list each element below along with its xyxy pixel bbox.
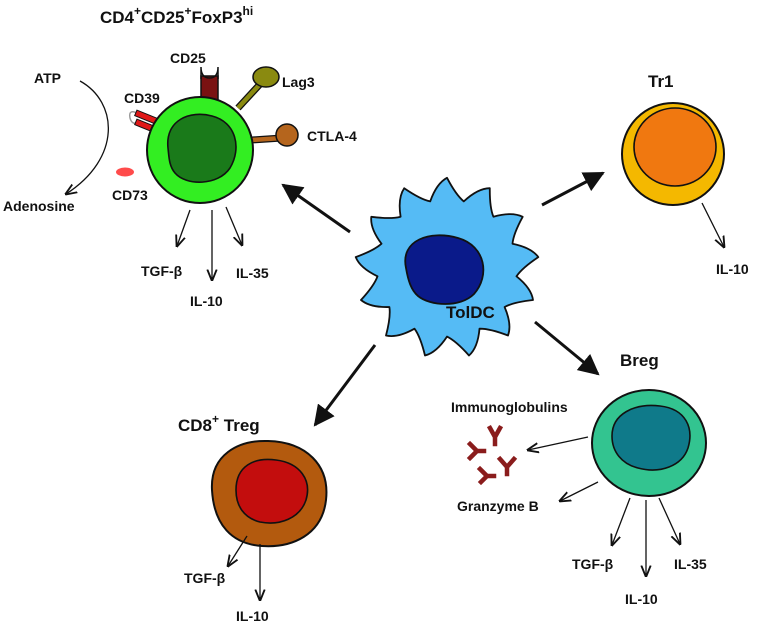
breg-il35-arrow (658, 497, 680, 544)
granzyme-label: Granzyme B (457, 498, 539, 514)
antibody-icon (466, 440, 487, 462)
breg-group: Breg Immunoglobulins Granzyme B TGF-β IL… (451, 351, 707, 607)
treg-nucleus (167, 113, 237, 183)
cd8-il10-label: IL-10 (236, 608, 269, 624)
atp-label: ATP (34, 70, 61, 86)
treg-tgfb-label: TGF-β (141, 263, 183, 279)
ctla4-label: CTLA-4 (307, 128, 357, 144)
breg-tgfb-label: TGF-β (572, 556, 614, 572)
cd73-label: CD73 (112, 187, 148, 203)
arrow-toldc-to-cd8 (313, 344, 377, 427)
breg-label: Breg (620, 351, 659, 370)
treg-cell-group: CD4+CD25+FoxP3hi CD25 Lag3 CD39 CTLA-4 (3, 4, 357, 309)
breg-nucleus (611, 404, 691, 471)
treg-il35-arrow (225, 206, 242, 245)
arrow-toldc-to-tr1 (541, 171, 605, 207)
cd8-treg-group: CD8+ Treg TGF-β IL-10 (178, 412, 328, 624)
toldc-group: TolDC (354, 176, 540, 357)
antibody-icons (466, 424, 518, 486)
arrow-toldc-to-treg (281, 183, 351, 234)
antibody-icon (486, 424, 504, 447)
treg-il35-label: IL-35 (236, 265, 269, 281)
arrow-toldc-to-breg (534, 320, 600, 376)
tr1-label: Tr1 (648, 72, 674, 91)
cd39-label: CD39 (124, 90, 160, 106)
toldc-label: TolDC (446, 303, 495, 322)
immunoglobulins-label: Immunoglobulins (451, 399, 568, 415)
breg-tgfb-arrow (612, 497, 631, 545)
cd8-treg-label: CD8+ Treg (178, 412, 260, 435)
adenosine-label: Adenosine (3, 198, 75, 214)
lag3-label: Lag3 (282, 74, 315, 90)
breg-immunoglobulin-arrow (528, 436, 589, 450)
atp-to-adenosine-arrow (66, 80, 109, 194)
breg-granzyme-arrow (560, 481, 599, 501)
tr1-group: Tr1 IL-10 (621, 72, 749, 277)
cd8-tgfb-arrow (228, 535, 248, 566)
treg-tgfb-arrow (177, 209, 191, 246)
breg-il35-label: IL-35 (674, 556, 707, 572)
cd8-nucleus (235, 458, 309, 524)
ctla4-receptor (251, 123, 299, 147)
breg-il10-label: IL-10 (625, 591, 658, 607)
cd25-receptor (200, 66, 219, 103)
toldc-nucleus (404, 234, 485, 305)
cd73-receptor (116, 167, 134, 177)
cd8-tgfb-label: TGF-β (184, 570, 226, 586)
tr1-il10-arrow (701, 202, 724, 247)
antibody-icon (476, 465, 497, 486)
tr1-nucleus (633, 107, 717, 187)
antibody-icon (496, 455, 518, 477)
lag3-receptor (235, 66, 280, 111)
treg-title: CD4+CD25+FoxP3hi (100, 4, 253, 27)
treg-il10-label: IL-10 (190, 293, 223, 309)
tr1-il10-label: IL-10 (716, 261, 749, 277)
cd25-label: CD25 (170, 50, 206, 66)
